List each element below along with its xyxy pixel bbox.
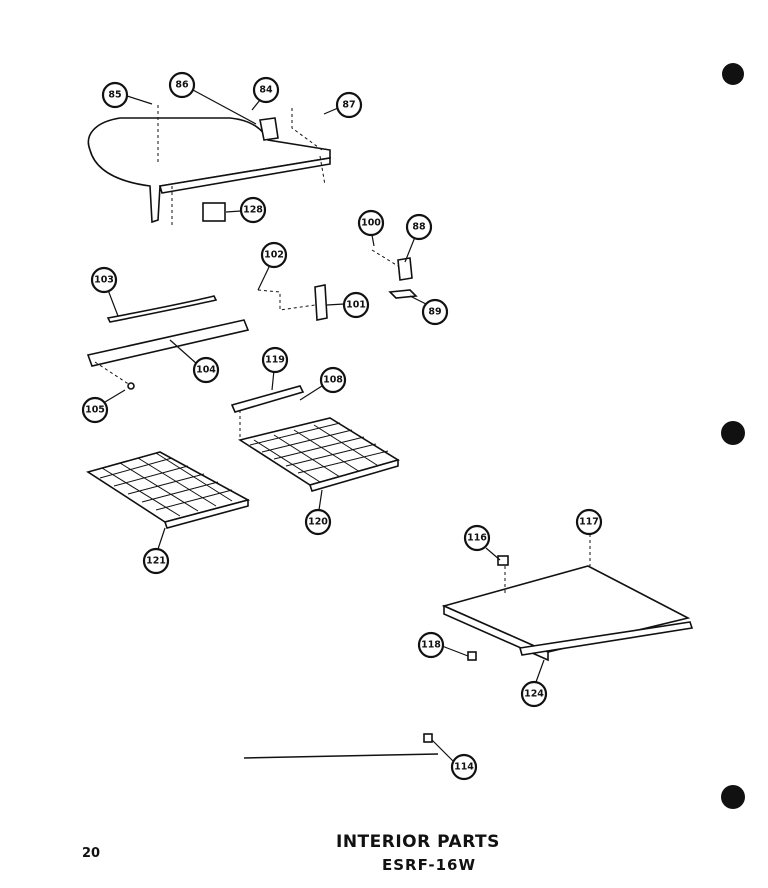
callout-124: 124 xyxy=(520,680,548,708)
svg-text:102: 102 xyxy=(264,250,284,261)
callout-120: 120 xyxy=(304,508,332,536)
svg-text:114: 114 xyxy=(454,762,474,773)
callout-86: 86 xyxy=(168,71,196,99)
callout-121: 121 xyxy=(142,547,170,575)
svg-text:101: 101 xyxy=(346,300,366,311)
callout-117: 117 xyxy=(575,508,603,536)
svg-text:100: 100 xyxy=(361,218,381,229)
page-number: 20 xyxy=(82,846,101,861)
svg-text:117: 117 xyxy=(579,517,599,528)
freezer-shelf-assembly xyxy=(87,105,331,225)
svg-text:108: 108 xyxy=(323,375,343,386)
svg-text:121: 121 xyxy=(146,556,166,567)
callout-102: 102 xyxy=(260,241,288,269)
bracket-101 xyxy=(257,284,328,321)
svg-text:119: 119 xyxy=(265,355,285,366)
svg-text:84: 84 xyxy=(259,85,273,96)
wire-shelf-121 xyxy=(86,451,251,529)
callout-100: 100 xyxy=(357,209,385,237)
page-title: INTERIOR PARTS xyxy=(336,832,500,852)
shelf-rail-104 xyxy=(86,295,250,390)
callout-105: 105 xyxy=(81,396,109,424)
svg-text:120: 120 xyxy=(308,517,328,528)
svg-text:86: 86 xyxy=(175,80,189,91)
leader-lines xyxy=(104,89,545,763)
binder-hole xyxy=(721,785,745,809)
base-strip-114 xyxy=(243,733,439,759)
callout-118: 118 xyxy=(417,631,445,659)
callout-108: 108 xyxy=(319,366,347,394)
svg-text:116: 116 xyxy=(467,533,487,544)
binder-hole xyxy=(721,421,745,445)
callout-101: 101 xyxy=(342,291,370,319)
callout-87: 87 xyxy=(335,91,363,119)
callout-119: 119 xyxy=(261,346,289,374)
svg-text:87: 87 xyxy=(342,100,355,111)
svg-text:88: 88 xyxy=(412,222,426,233)
rail-119 xyxy=(230,385,305,440)
callout-116: 116 xyxy=(463,524,491,552)
callout-84: 84 xyxy=(252,76,280,104)
svg-text:105: 105 xyxy=(85,405,105,416)
svg-text:85: 85 xyxy=(108,90,121,101)
model-number: ESRF-16W xyxy=(382,856,477,874)
bracket-88 xyxy=(371,249,418,299)
callout-89: 89 xyxy=(421,298,449,326)
svg-text:118: 118 xyxy=(421,640,441,651)
glass-shelf-117 xyxy=(441,534,694,662)
svg-text:104: 104 xyxy=(196,365,216,376)
svg-text:128: 128 xyxy=(243,205,263,216)
callout-85: 85 xyxy=(101,81,129,109)
svg-text:103: 103 xyxy=(94,275,114,286)
callout-114: 114 xyxy=(450,753,478,781)
wire-shelf-120 xyxy=(238,417,400,492)
callout-128: 128 xyxy=(239,196,267,224)
svg-text:124: 124 xyxy=(524,689,544,700)
binder-hole xyxy=(722,63,744,85)
callout-103: 103 xyxy=(90,266,118,294)
callout-88: 88 xyxy=(405,213,433,241)
svg-text:89: 89 xyxy=(428,307,441,318)
callout-104: 104 xyxy=(192,356,220,384)
